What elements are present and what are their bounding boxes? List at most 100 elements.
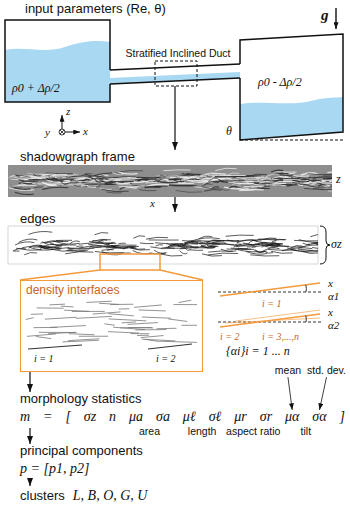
shadowgraph-image — [226, 173, 239, 176]
shadowgraph-image — [313, 177, 332, 178]
interface-lines — [49, 304, 65, 306]
shadowgraph-image — [308, 173, 332, 175]
edges-image — [271, 251, 293, 253]
shadowgraph-image — [261, 178, 272, 180]
edges-image — [13, 250, 20, 251]
shadowgraph-image — [243, 185, 264, 187]
edges-image — [69, 248, 90, 250]
flow-arrow — [29, 480, 30, 486]
shadowgraph-image — [313, 188, 332, 190]
shadowgraph-image — [125, 187, 132, 189]
axis-label: x — [328, 306, 333, 319]
interface-lines — [181, 325, 197, 326]
shadowgraph-image — [322, 183, 332, 184]
edges-image — [79, 243, 110, 245]
shadowgraph-image — [46, 178, 64, 180]
angle-label: θ — [226, 125, 232, 139]
group-label: length — [188, 425, 217, 437]
edges-image — [24, 252, 37, 254]
edges-image — [180, 251, 188, 254]
shadowgraph-image — [251, 186, 262, 187]
edges-image — [140, 242, 154, 244]
shadowgraph-image — [87, 186, 96, 188]
edges-image — [56, 240, 72, 241]
interface-lines — [148, 344, 192, 349]
duct-illustration — [155, 61, 197, 86]
interface-lines — [62, 340, 98, 342]
tilt-sketch — [218, 292, 322, 322]
shadowgraph-image — [185, 176, 206, 178]
edges-image — [33, 246, 61, 247]
interface-lines — [141, 336, 164, 338]
shadowgraph-image — [100, 181, 116, 183]
edges-image — [290, 249, 318, 252]
edges-image — [299, 240, 318, 243]
shadowgraph-image — [45, 183, 54, 185]
shadowgraph-image — [34, 187, 45, 188]
shadowgraph-image — [301, 172, 316, 174]
shadowgraph-image — [46, 172, 73, 174]
interface-lines — [36, 336, 51, 338]
edges-image — [15, 242, 34, 245]
edges-image — [154, 250, 167, 253]
shadowgraph-image — [82, 185, 101, 187]
shadowgraph-image — [202, 187, 220, 189]
edges-image — [190, 249, 203, 251]
edges-image — [248, 240, 257, 243]
leader-line — [288, 377, 292, 410]
shadowgraph-image — [19, 180, 38, 182]
shadowgraph-image — [81, 185, 98, 187]
interface-lines — [108, 332, 139, 333]
density-label: ρ0 - Δρ/2 — [258, 76, 302, 90]
axis-label: x — [83, 125, 88, 138]
interface-lines — [139, 309, 166, 311]
duct-label: Stratified Inclined Duct — [125, 47, 230, 59]
edges-image — [320, 226, 330, 264]
shadowgraph-image — [21, 184, 36, 186]
edges-image — [91, 239, 111, 242]
shadowgraph-image — [27, 173, 44, 174]
interface-lines — [109, 319, 147, 321]
input-panel: input parameters (Re, θ) — [0, 0, 350, 145]
shadowgraph-image — [248, 174, 267, 176]
shadowgraph-image — [50, 175, 67, 177]
shadowgraph-image — [139, 190, 156, 191]
shadowgraph-image — [62, 177, 85, 178]
shadowgraph-image — [323, 178, 332, 179]
edges-image — [262, 245, 275, 248]
interface-lines — [119, 308, 130, 309]
panel-heading: input parameters (Re, θ) — [25, 2, 350, 17]
interface-lines — [31, 313, 43, 314]
edges-image — [250, 255, 279, 256]
interface-lines — [122, 321, 136, 323]
edges-image — [118, 243, 125, 245]
interface-lines — [134, 305, 162, 307]
interface-lines — [45, 317, 77, 319]
edges-image — [310, 234, 318, 237]
panel-heading: edges — [20, 212, 349, 227]
shadowgraph-image — [77, 183, 105, 184]
shadowgraph-image — [147, 180, 155, 181]
interface-lines — [160, 341, 197, 342]
shadowgraph-image — [204, 190, 222, 192]
shadowgraph-image — [10, 186, 22, 188]
shadowgraph-image — [42, 182, 51, 183]
shadowgraph-image — [78, 181, 96, 183]
duct-illustration — [335, 8, 336, 29]
tilt-sketch — [225, 310, 320, 323]
shadowgraph-image — [291, 175, 308, 177]
edges-image — [198, 236, 212, 239]
edges-image — [226, 235, 254, 236]
interface-lines — [168, 319, 187, 321]
edges-image — [302, 251, 318, 253]
flow-arrow — [20, 270, 100, 280]
group-label: tilt — [301, 425, 312, 437]
edges-image — [186, 246, 213, 247]
interface-lines — [26, 300, 201, 349]
edges-image — [236, 244, 263, 247]
shadowgraph-image — [236, 177, 259, 180]
edges-image — [29, 245, 42, 248]
shadowgraph-image — [327, 171, 332, 173]
tilt-sketch — [218, 283, 322, 327]
shadowgraph-image — [136, 177, 160, 179]
